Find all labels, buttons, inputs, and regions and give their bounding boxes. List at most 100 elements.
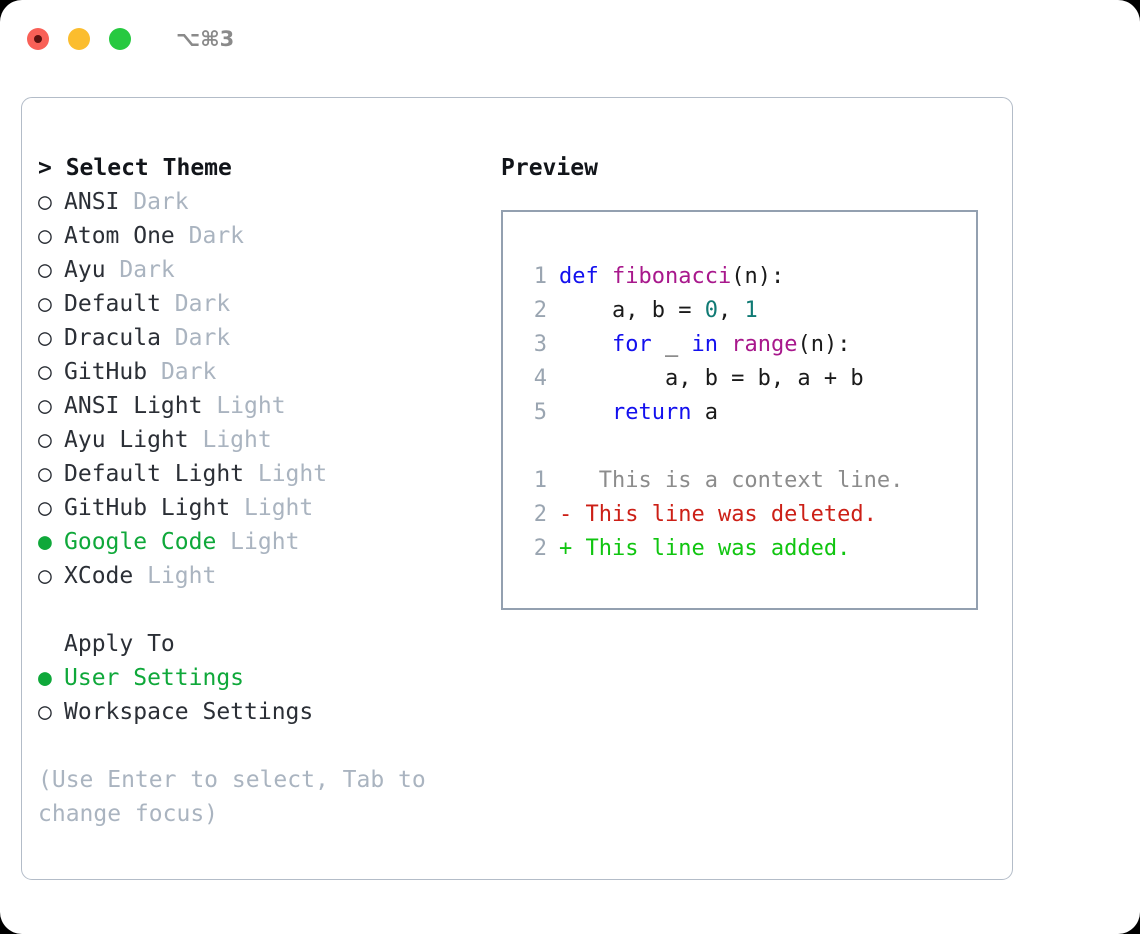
theme-list-item[interactable]: ○ Ayu Dark (38, 253, 488, 287)
maximize-button[interactable] (109, 28, 131, 50)
theme-name: GitHub (64, 359, 148, 385)
window-controls (27, 28, 131, 50)
radio-unselected-icon: ○ (38, 461, 52, 487)
theme-name: Default Light (64, 461, 245, 487)
code-token: , (717, 298, 745, 323)
theme-list-item[interactable]: ● Google Code Light (38, 525, 488, 559)
theme-category: Dark (147, 359, 217, 385)
theme-list-item[interactable]: ○ XCode Light (38, 559, 488, 593)
theme-name: Default (64, 291, 161, 317)
line-number: 3 (533, 332, 547, 357)
diff-sign (559, 468, 572, 493)
line-number: 2 (533, 502, 547, 527)
theme-category: Dark (105, 257, 175, 283)
theme-category: Light (230, 495, 314, 521)
apply-to-label: User Settings (64, 665, 245, 691)
theme-category: Light (188, 427, 272, 453)
theme-name: GitHub Light (64, 495, 231, 521)
line-number: 5 (533, 400, 547, 425)
apply-to-list[interactable]: ● User Settings ○Workspace Settings (38, 661, 488, 729)
theme-list-item[interactable]: ○Dracula Dark (38, 321, 488, 355)
line-number: 1 (533, 468, 547, 493)
code-line: 4 a, b = b, a + b (525, 362, 954, 396)
theme-category: Dark (174, 223, 245, 249)
keyboard-hint: (Use Enter to select, Tab to change focu… (38, 767, 426, 827)
theme-list-item[interactable]: ○ Default Dark (38, 287, 488, 321)
minimize-button[interactable] (68, 28, 90, 50)
code-token: 1 (744, 298, 758, 323)
diff-sign: + (559, 536, 573, 561)
theme-name: Ayu Light (64, 427, 189, 453)
code-token: a, b = b, a + b (559, 366, 864, 391)
theme-list-item[interactable]: ○ ANSI Dark (38, 185, 488, 219)
theme-list-item[interactable]: ○ Ayu Light Light (38, 423, 488, 457)
close-icon (34, 35, 42, 43)
theme-category: Light (202, 393, 286, 419)
radio-unselected-icon: ○ (38, 291, 52, 317)
close-button[interactable] (27, 28, 49, 50)
code-token: 0 (704, 298, 718, 323)
code-token: def (559, 264, 612, 289)
radio-unselected-icon: ○ (38, 257, 52, 283)
radio-selected-icon: ● (38, 665, 52, 691)
code-token: for (611, 332, 652, 357)
theme-name: Ayu (64, 257, 106, 283)
code-token: a (691, 400, 718, 425)
theme-list-header: > Select Theme (38, 155, 232, 181)
code-token: in (691, 332, 718, 357)
code-token: a, b = (559, 298, 705, 323)
line-number: 2 (533, 536, 547, 561)
diff-line: 2- This line was deleted. (525, 498, 954, 532)
radio-unselected-icon: ○ (38, 359, 52, 385)
code-line: 2 a, b = 0, 1 (525, 294, 954, 328)
code-token: return (611, 400, 692, 425)
apply-to-option[interactable]: ○Workspace Settings (38, 695, 488, 729)
radio-selected-icon: ● (38, 529, 52, 555)
theme-category: Dark (160, 291, 231, 317)
code-token: range (731, 332, 798, 357)
theme-selection-column: > Select Theme ○ANSI Dark○Atom One Dark○… (38, 151, 488, 831)
theme-list-item[interactable]: ○ANSI Light Light (38, 389, 488, 423)
radio-unselected-icon: ○ (38, 699, 52, 725)
diff-spacer (525, 430, 954, 464)
theme-name: ANSI (64, 189, 120, 215)
theme-list-item[interactable]: ○Default Light Light (38, 457, 488, 491)
line-number: 2 (533, 298, 547, 323)
line-number: 4 (533, 366, 547, 391)
diff-text: This line was deleted. (572, 502, 877, 527)
theme-name: Atom One (64, 223, 175, 249)
theme-picker-card: > Select Theme ○ANSI Dark○Atom One Dark○… (21, 97, 1013, 880)
theme-name: XCode (64, 563, 134, 589)
code-token: _ (651, 332, 692, 357)
code-token (559, 400, 612, 425)
theme-category: Dark (160, 325, 231, 351)
preview-box: 1 def fibonacci(n): 2 a, b = 0, 1 3 for _ i… (501, 210, 978, 610)
apply-to-header: Apply To (64, 631, 175, 657)
code-token (718, 332, 731, 357)
title-bar: ⌥⌘3 (0, 0, 1140, 78)
diff-text: This is a context line. (572, 468, 904, 493)
code-token: (n): (731, 264, 785, 289)
theme-list-item[interactable]: ○ GitHub Dark (38, 355, 488, 389)
section-spacer (38, 593, 488, 627)
theme-list-item[interactable]: ○GitHub Light Light (38, 491, 488, 525)
theme-list[interactable]: ○ ANSI Dark ○ Atom One Dark ○ Ayu Dark ○ Defaul… (38, 185, 488, 593)
diff-sign: - (559, 502, 573, 527)
diff-sample: 1 This is a context line. 2- This line wa… (525, 464, 954, 566)
radio-unselected-icon: ○ (38, 427, 52, 453)
theme-category: Dark (119, 189, 189, 215)
theme-name: Google Code (64, 529, 217, 555)
apply-to-option[interactable]: ● User Settings (38, 661, 488, 695)
radio-unselected-icon: ○ (38, 325, 52, 351)
radio-unselected-icon: ○ (38, 189, 52, 215)
theme-list-item[interactable]: ○ Atom One Dark (38, 219, 488, 253)
radio-unselected-icon: ○ (38, 223, 52, 249)
theme-category: Light (133, 563, 217, 589)
code-token: fibonacci (611, 264, 732, 289)
theme-name: ANSI Light (64, 393, 203, 419)
code-sample: 1 def fibonacci(n): 2 a, b = 0, 1 3 for _ i… (525, 260, 954, 430)
radio-unselected-icon: ○ (38, 563, 52, 589)
theme-category: Light (216, 529, 300, 555)
